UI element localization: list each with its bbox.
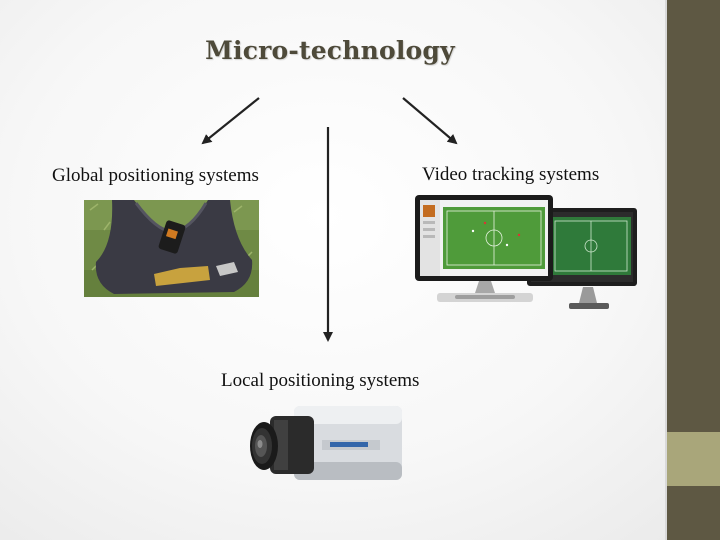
arrow-to-gps <box>201 97 260 145</box>
security-camera-photo <box>250 406 402 480</box>
gps-vest-photo <box>84 200 259 297</box>
arrow-to-video <box>402 97 458 145</box>
sidebar-band-bottom <box>667 486 720 540</box>
dual-monitor-photo <box>415 195 637 309</box>
node-label-local: Local positioning systems <box>221 370 420 391</box>
sidebar-band-top <box>667 0 720 432</box>
node-label-video: Video tracking systems <box>422 164 600 185</box>
slide-title: Micro-technology <box>205 36 455 65</box>
sidebar-band-accent <box>667 432 720 486</box>
node-label-gps: Global positioning systems <box>52 165 259 186</box>
sidebar-divider <box>665 0 667 540</box>
